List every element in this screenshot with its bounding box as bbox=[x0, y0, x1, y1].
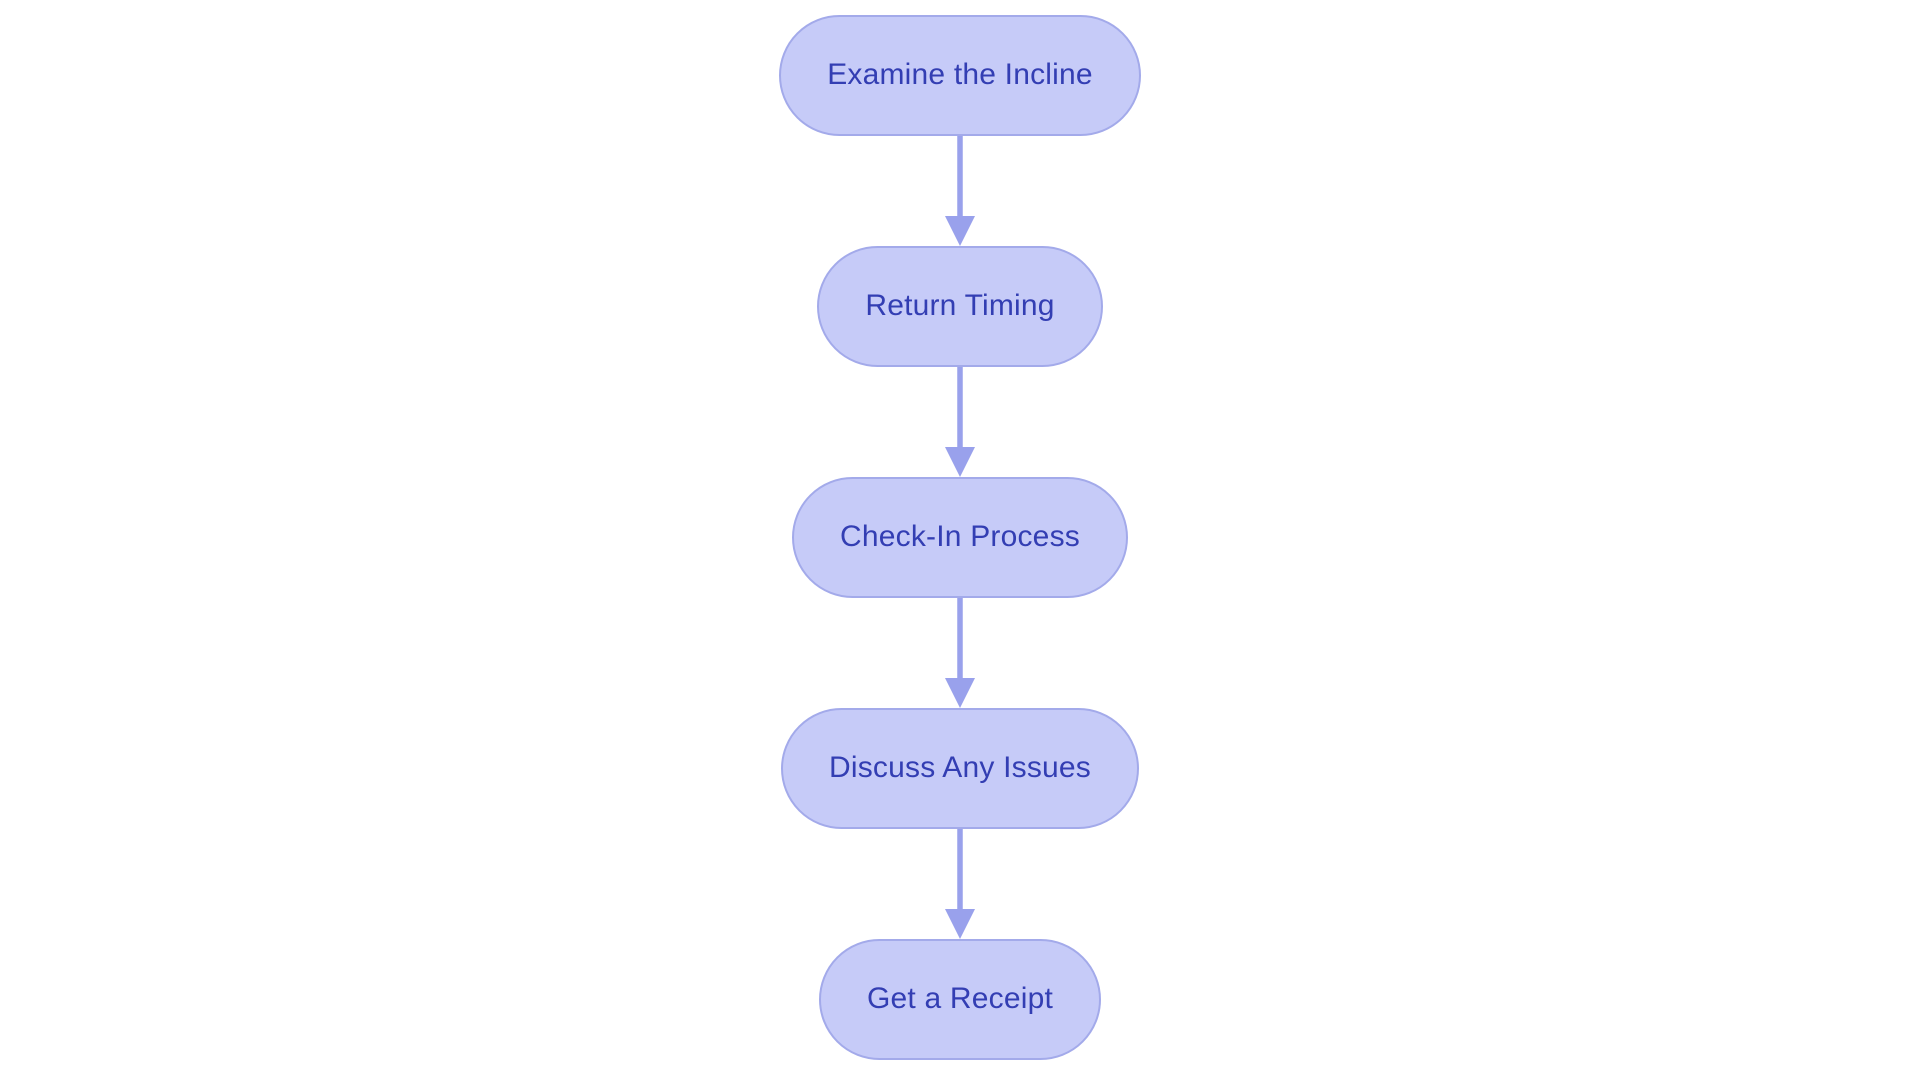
flow-node-return-timing: Return Timing bbox=[817, 246, 1103, 367]
arrow-n4-n5 bbox=[945, 829, 975, 939]
node-label-get-a-receipt: Get a Receipt bbox=[866, 981, 1054, 1015]
node-label-check-in-process: Check-In Process bbox=[840, 519, 1080, 553]
flow-node-get-a-receipt: Get a Receipt bbox=[818, 939, 1102, 1060]
arrow-head-icon bbox=[945, 678, 975, 708]
arrow-n1-n2 bbox=[945, 136, 975, 246]
flow-node-check-in-process: Check-In Process bbox=[792, 477, 1128, 598]
node-label-discuss-any-issues: Discuss Any Issues bbox=[828, 750, 1092, 784]
arrow-n3-n4 bbox=[945, 598, 975, 708]
arrow-head-icon bbox=[945, 216, 975, 246]
node-label-examine-the-incline: Examine the Incline bbox=[827, 57, 1093, 91]
arrow-head-icon bbox=[945, 447, 975, 477]
arrow-head-icon bbox=[945, 909, 975, 939]
flow-node-examine-the-incline: Examine the Incline bbox=[779, 15, 1141, 136]
flow-node-discuss-any-issues: Discuss Any Issues bbox=[780, 708, 1140, 829]
node-label-return-timing: Return Timing bbox=[865, 288, 1055, 322]
arrow-n2-n3 bbox=[945, 367, 975, 477]
